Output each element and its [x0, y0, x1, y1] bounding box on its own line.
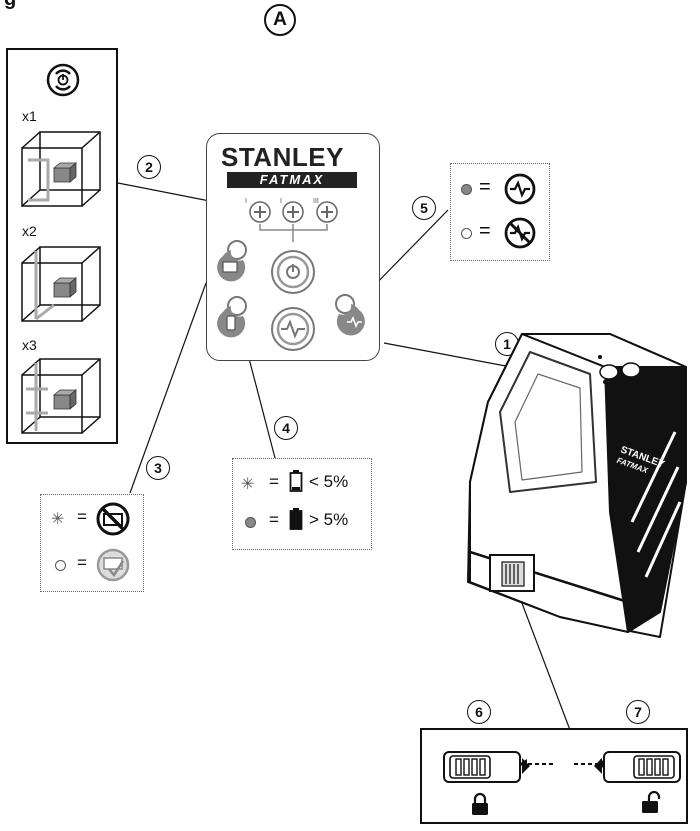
led-on-dot-battery: [245, 517, 256, 528]
callout-5: 5: [412, 196, 436, 220]
callout-3: 3: [146, 456, 170, 480]
callout-6: 6: [467, 700, 491, 724]
battery-indicator-led: [217, 296, 247, 338]
corner-glyph: g: [4, 0, 16, 11]
out-of-level-icon: [96, 502, 130, 536]
blink-led-symbol: ✳: [241, 476, 255, 493]
switch-locked-icon: [443, 751, 530, 783]
figure-letter: A: [273, 9, 287, 30]
mode-label-x2: x2: [22, 223, 37, 239]
callout-2: 2: [137, 155, 161, 179]
led-off-dot: [461, 228, 472, 239]
arrow-left-icon: [519, 759, 553, 769]
keypad-panel: STANLEY FATMAX I I III: [206, 133, 380, 361]
padlock-closed-icon: [472, 792, 488, 815]
battery-full-icon: [289, 508, 303, 530]
pulse-indicator-led: [335, 294, 365, 336]
cube-mode-x1: [21, 131, 101, 207]
callout-4: 4: [274, 416, 298, 440]
legend-pulse-eq-2: =: [479, 220, 491, 242]
mode-label-x1: x1: [22, 108, 37, 124]
cycle-power-icon: [46, 63, 80, 97]
legend-battery-ok-text: > 5%: [309, 510, 349, 529]
line-mark-3: III: [313, 198, 319, 205]
callout-7: 7: [626, 700, 650, 724]
blink-led-symbol-level: ✳: [51, 511, 65, 528]
padlock-open-icon: [642, 790, 661, 813]
lock-switch-panel: [420, 728, 688, 824]
power-button[interactable]: [269, 248, 317, 296]
battery-empty-icon: [289, 470, 303, 492]
led-on-dot: [461, 184, 472, 195]
keypad-subbrand: FATMAX: [227, 172, 357, 188]
legend-battery-low-text: < 5%: [309, 472, 349, 491]
level-ok-icon: [96, 548, 130, 582]
legend-level-eq-1: =: [77, 507, 87, 526]
line-buttons: I I III: [245, 198, 338, 242]
switch-unlocked-icon: [594, 751, 681, 783]
cube-mode-x3: [21, 358, 101, 434]
pulse-on-icon: [504, 173, 536, 205]
pulse-button[interactable]: [269, 305, 317, 353]
level-indicator-led: [217, 240, 247, 282]
cube-mode-x2: [21, 246, 101, 322]
line-mark-2: I: [280, 198, 282, 205]
legend-battery: ✳ = < 5% = > 5%: [232, 458, 372, 550]
mode-label-x3: x3: [22, 337, 37, 353]
keypad-brand: STANLEY: [221, 142, 344, 172]
figure-letter-badge: A: [264, 4, 296, 36]
legend-level: ✳ = =: [40, 494, 144, 592]
pulse-off-icon: [504, 217, 536, 249]
line-mark-1: I: [245, 198, 247, 205]
callout-1: 1: [495, 332, 519, 356]
legend-level-eq-2: =: [77, 553, 87, 572]
legend-battery-eq-2: =: [269, 510, 279, 529]
modes-panel: x1 x2 x3: [6, 48, 118, 444]
legend-pulse-eq-1: =: [479, 176, 491, 198]
legend-battery-eq-1: =: [269, 472, 279, 491]
led-off-dot-level: [55, 560, 66, 571]
laser-device: STANLEY FATMAX: [467, 333, 687, 638]
legend-pulse: = =: [450, 163, 550, 261]
